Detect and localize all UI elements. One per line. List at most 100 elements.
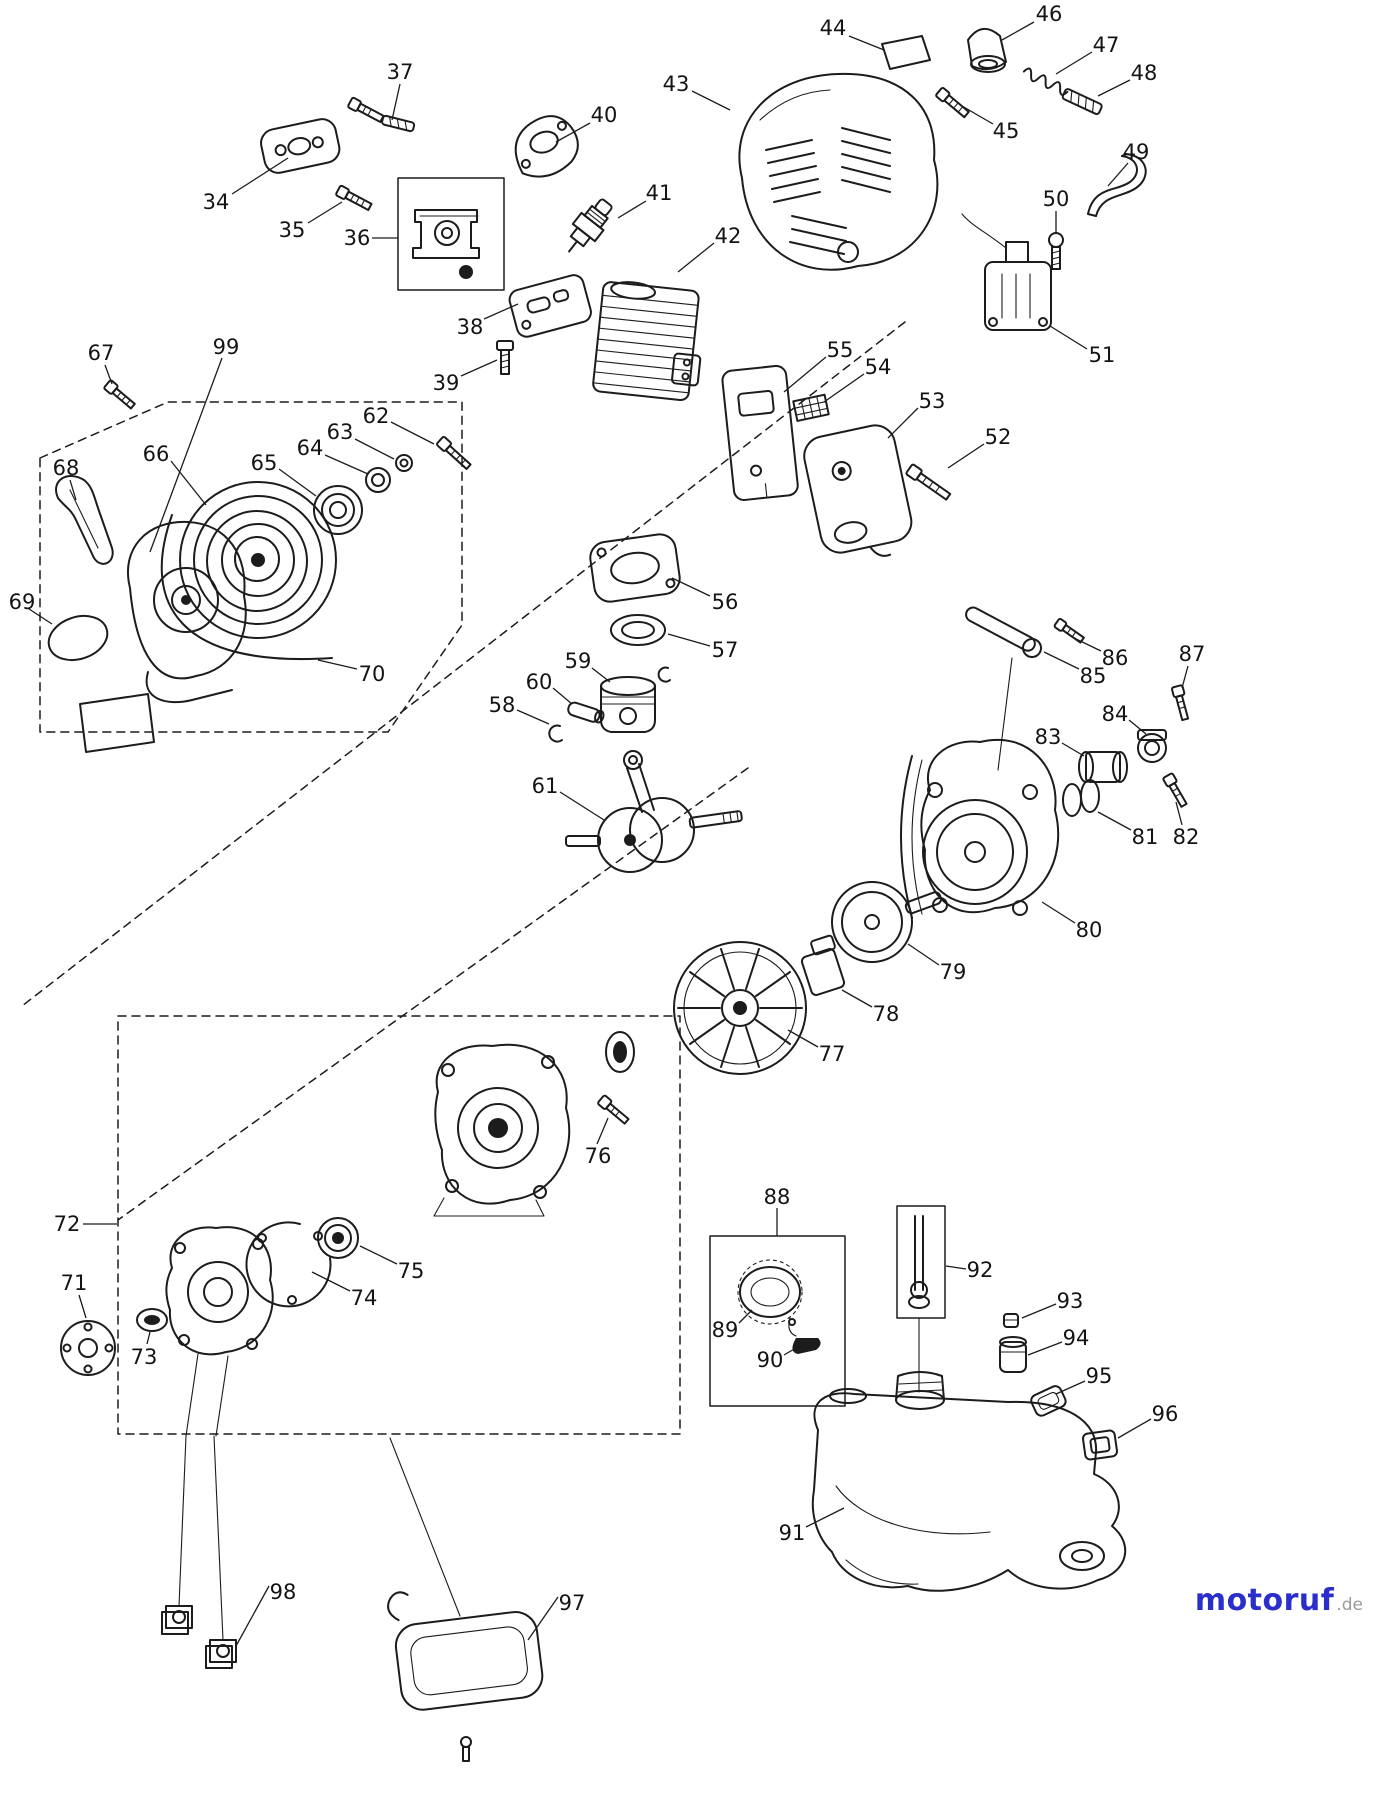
watermark: motoruf.de bbox=[1195, 1583, 1363, 1618]
part-label-59: 59 bbox=[565, 649, 592, 673]
part-95-clip bbox=[1030, 1385, 1067, 1417]
part-71-plate bbox=[60, 1320, 116, 1376]
part-67-screw bbox=[103, 379, 136, 410]
part-label-89: 89 bbox=[712, 1318, 739, 1342]
part-64-bearing bbox=[365, 467, 391, 493]
part-82-screw bbox=[1162, 772, 1188, 808]
part-crankcase-half-left bbox=[165, 1226, 274, 1437]
part-86-screw bbox=[1053, 617, 1085, 644]
part-52-bolt bbox=[905, 463, 952, 501]
part-label-90: 90 bbox=[757, 1348, 784, 1372]
part-78-ignition-block bbox=[800, 934, 846, 996]
part-label-57: 57 bbox=[712, 638, 739, 662]
part-85-lever bbox=[965, 606, 1042, 771]
part-90-cap-retainer bbox=[788, 1317, 821, 1354]
leader-lines bbox=[28, 21, 1189, 1647]
part-79-clutch-drum bbox=[831, 881, 942, 963]
part-label-35: 35 bbox=[279, 218, 306, 242]
part-63-washer bbox=[395, 454, 413, 472]
part-99-starter-assembly bbox=[79, 520, 247, 753]
part-label-96: 96 bbox=[1152, 1402, 1179, 1426]
part-label-53: 53 bbox=[919, 389, 946, 413]
part-label-81: 81 bbox=[1132, 825, 1159, 849]
part-93-grommet bbox=[1003, 1313, 1019, 1328]
part-label-48: 48 bbox=[1131, 61, 1158, 85]
part-label-91: 91 bbox=[779, 1521, 806, 1545]
part-61-crankshaft bbox=[565, 750, 743, 873]
part-92-fuel-pickup bbox=[896, 1205, 946, 1393]
part-57-seal-ring bbox=[610, 614, 666, 646]
part-label-39: 39 bbox=[433, 371, 460, 395]
part-37-screw bbox=[347, 96, 416, 133]
part-87-screw bbox=[1170, 684, 1190, 722]
part-label-52: 52 bbox=[985, 425, 1012, 449]
part-label-98: 98 bbox=[270, 1580, 297, 1604]
part-75-bearing bbox=[317, 1217, 359, 1259]
part-83-drum bbox=[1078, 751, 1128, 783]
part-36-carburetor bbox=[397, 177, 505, 291]
part-76-seal-and-screw bbox=[597, 1031, 635, 1125]
part-94-fuel-filter bbox=[999, 1336, 1027, 1373]
part-label-55: 55 bbox=[827, 338, 854, 362]
part-48-screw bbox=[1061, 88, 1103, 115]
part-label-50: 50 bbox=[1043, 187, 1070, 211]
part-40-intake-flange bbox=[514, 115, 579, 178]
part-label-70: 70 bbox=[359, 662, 386, 686]
part-label-67: 67 bbox=[88, 341, 115, 365]
part-label-41: 41 bbox=[646, 181, 673, 205]
part-label-45: 45 bbox=[993, 119, 1020, 143]
part-60-piston-pin bbox=[567, 701, 605, 724]
part-38-insulator bbox=[508, 274, 592, 338]
part-label-83: 83 bbox=[1035, 725, 1062, 749]
part-label-88: 88 bbox=[764, 1185, 791, 1209]
part-label-77: 77 bbox=[819, 1042, 846, 1066]
part-74-gasket bbox=[245, 1221, 332, 1308]
part-label-71: 71 bbox=[61, 1271, 88, 1295]
part-label-80: 80 bbox=[1076, 918, 1103, 942]
part-54-screen bbox=[792, 393, 830, 422]
part-35-screw bbox=[335, 184, 373, 212]
part-45-screw bbox=[935, 86, 970, 119]
part-69-label-oval bbox=[47, 614, 109, 662]
part-label-84: 84 bbox=[1102, 702, 1129, 726]
part-label-54: 54 bbox=[865, 355, 892, 379]
part-77-flywheel bbox=[673, 941, 807, 1075]
part-label-34: 34 bbox=[203, 190, 230, 214]
part-96-square-grommet bbox=[1081, 1429, 1119, 1461]
part-55-muffler-gasket bbox=[721, 364, 799, 501]
part-62-screw bbox=[436, 435, 472, 470]
part-label-86: 86 bbox=[1102, 646, 1129, 670]
part-label-75: 75 bbox=[398, 1259, 425, 1283]
part-label-46: 46 bbox=[1036, 2, 1063, 26]
part-label-56: 56 bbox=[712, 590, 739, 614]
part-label-87: 87 bbox=[1179, 642, 1206, 666]
part-41-spark-plug bbox=[568, 198, 613, 253]
part-73-oil-seal bbox=[136, 1308, 168, 1332]
part-46-plug-cap bbox=[967, 28, 1007, 73]
part-label-63: 63 bbox=[327, 420, 354, 444]
part-label-99: 99 bbox=[213, 335, 240, 359]
part-label-36: 36 bbox=[344, 226, 371, 250]
part-label-72: 72 bbox=[54, 1212, 81, 1236]
part-65-pulley bbox=[313, 485, 363, 535]
part-label-68: 68 bbox=[53, 456, 80, 480]
part-34-carb-gasket bbox=[260, 118, 341, 174]
part-label-78: 78 bbox=[873, 1002, 900, 1026]
part-number-labels: 34 35 36 37 38 39 40 41 42 43 44 45 46 4… bbox=[9, 2, 1206, 1615]
part-81-bearing bbox=[1062, 779, 1100, 817]
part-label-47: 47 bbox=[1093, 33, 1120, 57]
part-98-nuts bbox=[161, 1435, 237, 1669]
part-label-85: 85 bbox=[1080, 664, 1107, 688]
part-label-49: 49 bbox=[1123, 140, 1150, 164]
part-label-95: 95 bbox=[1086, 1364, 1113, 1388]
part-97-guard-plate bbox=[387, 1437, 544, 1762]
part-47-spring bbox=[1022, 67, 1069, 96]
part-44-element bbox=[881, 35, 931, 70]
part-label-42: 42 bbox=[715, 224, 742, 248]
part-59-piston bbox=[600, 666, 671, 733]
part-label-60: 60 bbox=[526, 670, 553, 694]
part-label-79: 79 bbox=[940, 960, 967, 984]
part-label-61: 61 bbox=[532, 774, 559, 798]
part-label-65: 65 bbox=[251, 451, 278, 475]
